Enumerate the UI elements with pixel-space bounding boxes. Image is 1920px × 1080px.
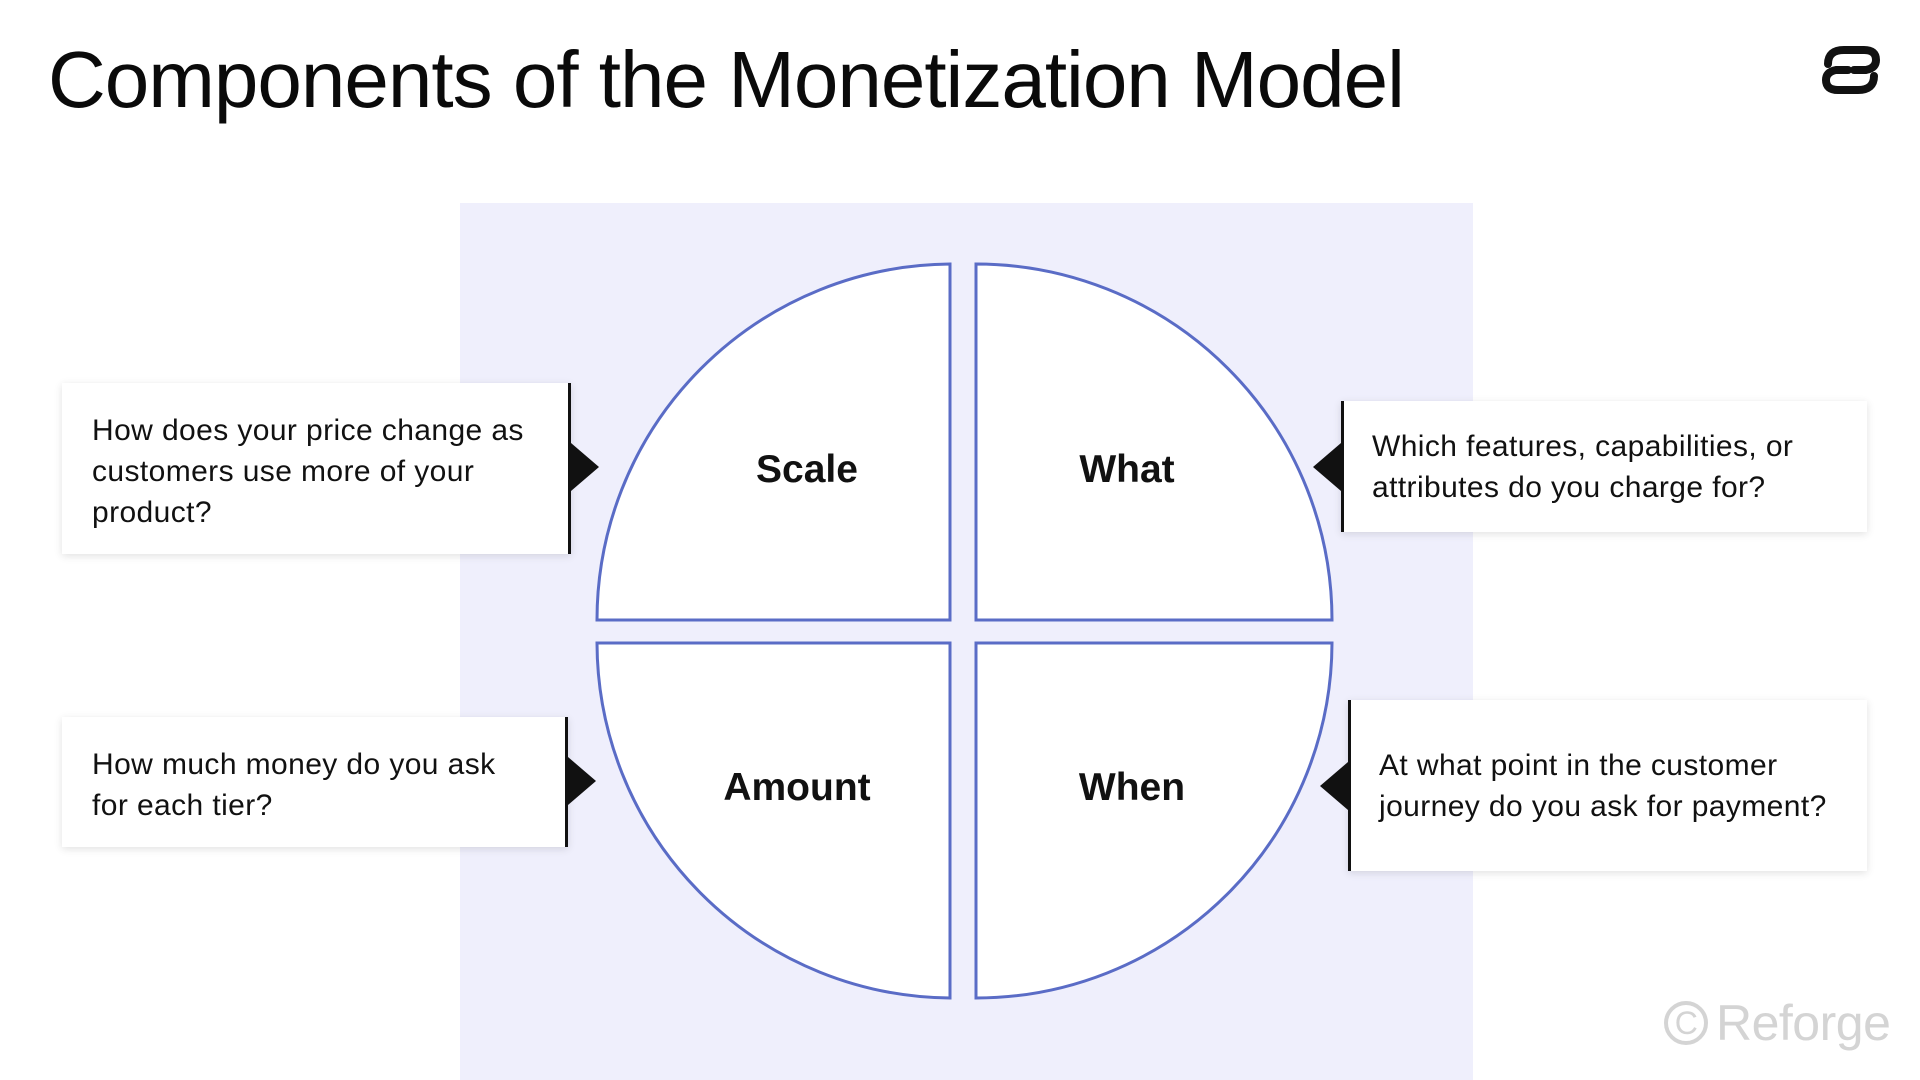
callout-amount-text: How much money do you ask for each tier?	[92, 748, 496, 822]
quadrant-label-when: When	[1079, 766, 1185, 809]
quadrant-label-what: What	[1079, 448, 1174, 491]
callout-scale-text: How does your price change as customers …	[92, 414, 524, 529]
quadrant-when: When	[974, 641, 1334, 1000]
arrow-right-icon	[568, 757, 596, 805]
reforge-logo-icon	[1821, 46, 1881, 94]
copyright-icon: C	[1664, 1001, 1708, 1045]
arrow-left-icon	[1313, 443, 1341, 491]
callout-what: Which features, capabilities, or attribu…	[1341, 401, 1867, 532]
watermark-text: Reforge	[1716, 995, 1891, 1051]
callout-when: At what point in the customer journey do…	[1348, 700, 1867, 871]
arrow-right-icon	[571, 443, 599, 491]
callout-scale: How does your price change as customers …	[62, 383, 571, 554]
quadrant-scale: Scale	[595, 262, 952, 622]
page-title: Components of the Monetization Model	[48, 35, 1405, 124]
quadrant-amount: Amount	[595, 641, 952, 1000]
callout-what-text: Which features, capabilities, or attribu…	[1372, 429, 1794, 504]
callout-when-text: At what point in the customer journey do…	[1379, 748, 1827, 823]
quadrant-what: What	[974, 262, 1334, 622]
quadrant-label-scale: Scale	[756, 448, 858, 491]
reforge-watermark: C Reforge	[1664, 994, 1891, 1052]
callout-amount: How much money do you ask for each tier?	[62, 717, 568, 847]
quadrant-label-amount: Amount	[723, 766, 870, 809]
arrow-left-icon	[1320, 762, 1348, 810]
